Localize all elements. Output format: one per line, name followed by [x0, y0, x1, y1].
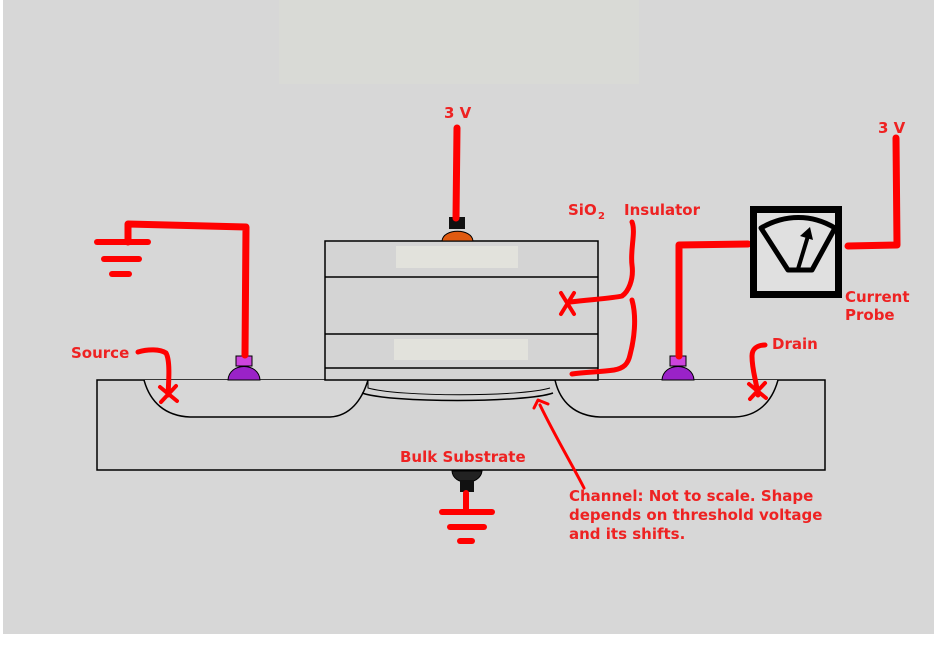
gate-contact: [441, 217, 474, 242]
channel-note-line3: and its shifts.: [569, 525, 685, 543]
gate-wire: [452, 124, 461, 222]
x-marks: [158, 291, 768, 404]
current-probe-label-line1: Current: [845, 288, 910, 306]
channel-pointer-head: [532, 398, 550, 410]
drain-contact: [661, 355, 695, 381]
x-mark-drain: [747, 381, 768, 401]
source-pointer: [135, 347, 172, 398]
x-mark-source: [158, 384, 179, 404]
insulator-bracket-lower: [569, 297, 638, 377]
substrate-contact: [451, 470, 483, 492]
sio2-subscript: 2: [598, 211, 605, 222]
gate-highlight-top: [396, 246, 518, 268]
source-well: [143, 379, 369, 418]
gate-highlight-mid: [394, 339, 528, 360]
ammeter-icon: [750, 206, 842, 298]
channel-region: [361, 392, 554, 402]
source-label: Source: [71, 344, 129, 362]
drain-wire: [675, 240, 752, 360]
channel-top: [367, 380, 551, 396]
bulk-substrate-label: Bulk Substrate: [400, 448, 526, 466]
current-probe-label-line2: Probe: [845, 306, 895, 324]
substrate-ground-symbol-icon: [439, 490, 495, 544]
x-mark-insulator: [559, 291, 576, 316]
gate-voltage-label: 3 V: [444, 104, 472, 122]
insulator-label: Insulator: [624, 201, 701, 219]
drain-pointer: [749, 342, 768, 398]
ground-symbol-icon: [94, 239, 151, 277]
insulator-bracket: [567, 219, 636, 305]
top-light-panel: [279, 0, 639, 84]
drain-label: Drain: [772, 335, 818, 353]
channel-note-line2: depends on threshold voltage: [569, 506, 822, 524]
sio2-label: SiO: [568, 201, 597, 219]
drain-well: [554, 379, 779, 418]
channel-note-line1: Channel: Not to scale. Shape: [569, 487, 813, 505]
drain-voltage-label: 3 V: [878, 119, 906, 137]
channel-pointer: [538, 403, 586, 490]
meter-supply-wire: [844, 134, 901, 250]
annotation-wires: [124, 124, 901, 490]
source-wire: [124, 220, 250, 359]
source-contact: [227, 355, 261, 381]
